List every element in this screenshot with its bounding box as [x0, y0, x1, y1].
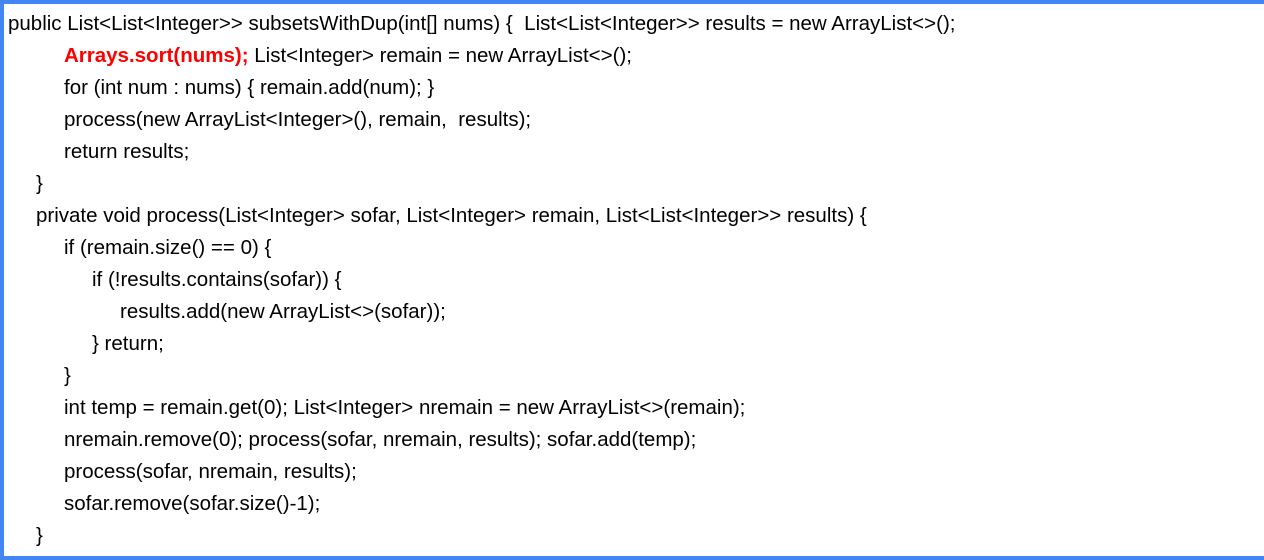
- code-line: }: [4, 168, 1264, 200]
- code-line: }: [4, 360, 1264, 392]
- code-line-text: if (remain.size() == 0) {: [64, 236, 272, 259]
- code-line-text: }: [64, 364, 71, 387]
- code-line-text: } return;: [92, 332, 164, 355]
- code-line-text: }: [36, 524, 43, 547]
- code-line: public List<List<Integer>> subsetsWithDu…: [4, 8, 1264, 40]
- highlighted-code-token: Arrays.sort(nums);: [64, 44, 249, 67]
- code-line: results.add(new ArrayList<>(sofar));: [4, 296, 1264, 328]
- code-line-text: nremain.remove(0); process(sofar, nremai…: [64, 428, 697, 451]
- code-line: nremain.remove(0); process(sofar, nremai…: [4, 424, 1264, 456]
- code-line-text: List<Integer> remain = new ArrayList<>()…: [248, 44, 632, 67]
- code-line-text: int temp = remain.get(0); List<Integer> …: [64, 396, 746, 419]
- code-line: process(sofar, nremain, results);: [4, 456, 1264, 488]
- code-line-text: if (!results.contains(sofar)) {: [92, 268, 342, 291]
- code-line-text: return results;: [64, 140, 190, 163]
- code-line-text: results.add(new ArrayList<>(sofar));: [120, 300, 446, 323]
- code-line-text: }: [36, 172, 43, 195]
- code-line: return results;: [4, 136, 1264, 168]
- code-line: private void process(List<Integer> sofar…: [4, 200, 1264, 232]
- code-listing: public List<List<Integer>> subsetsWithDu…: [4, 8, 1264, 552]
- code-line-text: process(new ArrayList<Integer>(), remain…: [64, 108, 532, 131]
- code-line: }: [4, 520, 1264, 552]
- code-line: Arrays.sort(nums); List<Integer> remain …: [4, 40, 1264, 72]
- code-line: for (int num : nums) { remain.add(num); …: [4, 72, 1264, 104]
- code-line-text: private void process(List<Integer> sofar…: [36, 204, 867, 227]
- code-line-text: process(sofar, nremain, results);: [64, 460, 357, 483]
- code-line-text: public List<List<Integer>> subsetsWithDu…: [8, 12, 956, 35]
- code-line: sofar.remove(sofar.size()-1);: [4, 488, 1264, 520]
- code-line: process(new ArrayList<Integer>(), remain…: [4, 104, 1264, 136]
- code-line: if (remain.size() == 0) {: [4, 232, 1264, 264]
- code-line-text: for (int num : nums) { remain.add(num); …: [64, 76, 435, 99]
- code-line: int temp = remain.get(0); List<Integer> …: [4, 392, 1264, 424]
- code-line-text: sofar.remove(sofar.size()-1);: [64, 492, 321, 515]
- code-line: if (!results.contains(sofar)) {: [4, 264, 1264, 296]
- code-line: } return;: [4, 328, 1264, 360]
